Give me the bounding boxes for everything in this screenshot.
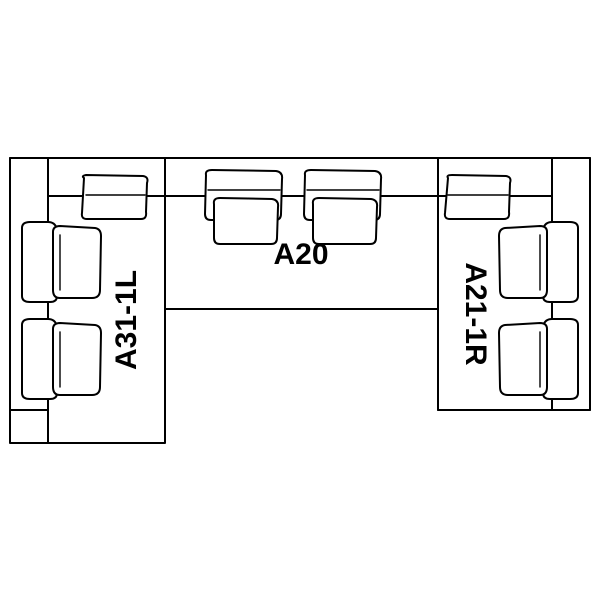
module-label-a21-1r: A21-1R [459, 262, 492, 366]
recliner-seat-icon [21, 318, 102, 400]
module-label-a20: A20 [273, 238, 328, 271]
seat-cushion-icon [311, 197, 379, 245]
module-a21-1r: A21-1R [437, 157, 591, 411]
seat-cushion-icon [212, 197, 280, 245]
back-cushion-icon [80, 174, 149, 220]
recliner-seat-icon [21, 221, 102, 303]
recliner-seat-icon [498, 318, 579, 400]
module-a20: A20 [164, 157, 439, 310]
module-a31-1l: A31-1L [9, 157, 166, 444]
recliner-seat-icon [498, 221, 579, 303]
back-cushion-icon [443, 174, 512, 220]
module-label-a31-1l: A31-1L [110, 270, 143, 370]
